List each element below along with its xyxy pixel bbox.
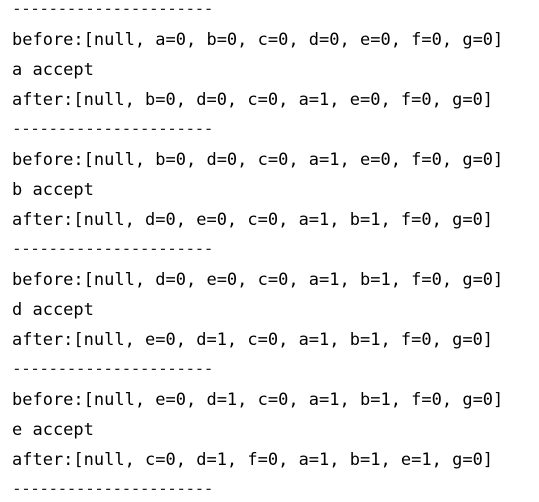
accept-line: d accept xyxy=(12,300,94,320)
separator-line: ---------------------- xyxy=(12,359,213,378)
after-line: after:[null, b=0, d=0, c=0, a=1, e=0, f=… xyxy=(12,90,494,110)
after-line: after:[null, d=0, e=0, c=0, a=1, b=1, f=… xyxy=(12,210,494,230)
accept-line: a accept xyxy=(12,60,94,80)
before-line: before:[null, e=0, d=1, c=0, a=1, b=1, f… xyxy=(12,390,504,410)
after-line: after:[null, e=0, d=1, c=0, a=1, b=1, f=… xyxy=(12,330,494,350)
before-line: before:[null, d=0, e=0, c=0, a=1, b=1, f… xyxy=(12,270,504,290)
before-line: before:[null, b=0, d=0, c=0, a=1, e=0, f… xyxy=(12,150,504,170)
after-line: after:[null, c=0, d=1, f=0, a=1, b=1, e=… xyxy=(12,450,494,470)
accept-line: b accept xyxy=(12,180,94,200)
separator-line: ---------------------- xyxy=(12,479,213,498)
before-line: before:[null, a=0, b=0, c=0, d=0, e=0, f… xyxy=(12,30,504,50)
separator-line: ---------------------- xyxy=(12,0,213,18)
separator-line: ---------------------- xyxy=(12,239,213,258)
separator-line: ---------------------- xyxy=(12,119,213,138)
accept-line: e accept xyxy=(12,420,94,440)
